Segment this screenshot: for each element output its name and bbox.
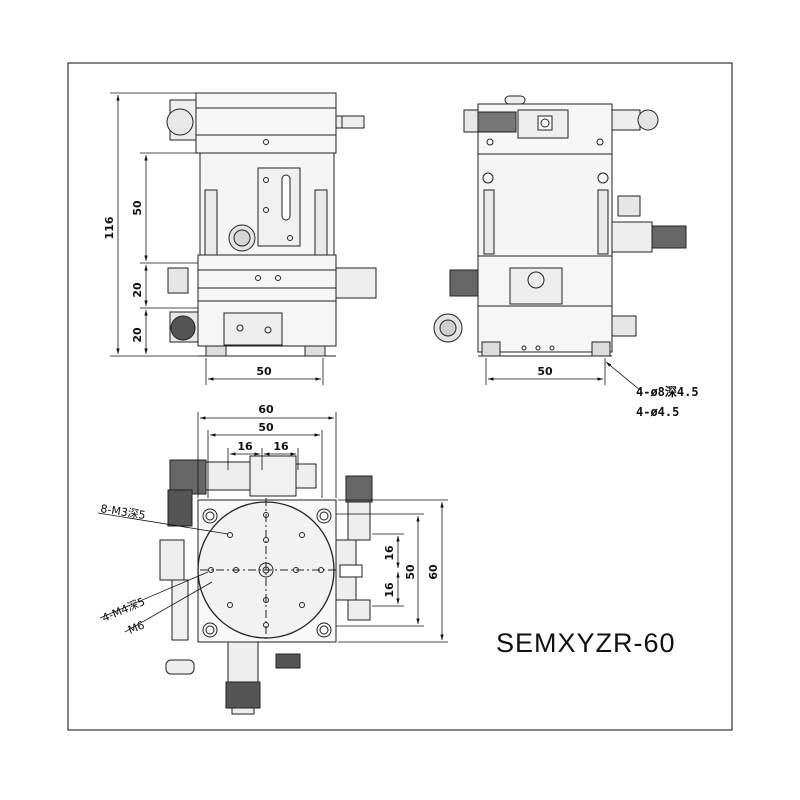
dim-side-base-width: 50 [537,365,553,378]
side-view [433,95,687,357]
dim-right-lower: 16 [383,582,396,598]
dim-top-width-outer: 60 [258,403,274,416]
dim-height-total: 116 [103,216,116,239]
dim-right-upper: 16 [383,545,396,561]
dim-top-offset-left: 16 [237,440,253,453]
front-view [166,92,377,357]
drawing-frame [67,62,733,731]
dim-front-base-width: 50 [256,365,272,378]
model-label: SEMXYZR-60 [496,628,676,658]
dim-height-upper: 50 [131,200,144,216]
top-dimensions [97,412,448,643]
side-dimensions [485,358,641,391]
note-m6-thread: M6 [126,619,146,637]
note-through-hole: 4-ø4.5 [636,405,679,419]
dim-top-offset-right: 16 [273,440,289,453]
dim-height-lower: 20 [131,327,144,343]
dim-right-inner: 50 [404,564,417,580]
note-m3-thread: 8-M3深5 [100,502,147,522]
dim-right-outer: 60 [427,564,440,580]
top-view [159,455,373,715]
dim-height-mid: 20 [131,282,144,298]
note-counterbore: 4-ø8深4.5 [636,384,699,399]
dim-top-width-inner: 50 [258,421,274,434]
front-dimensions [110,92,324,385]
